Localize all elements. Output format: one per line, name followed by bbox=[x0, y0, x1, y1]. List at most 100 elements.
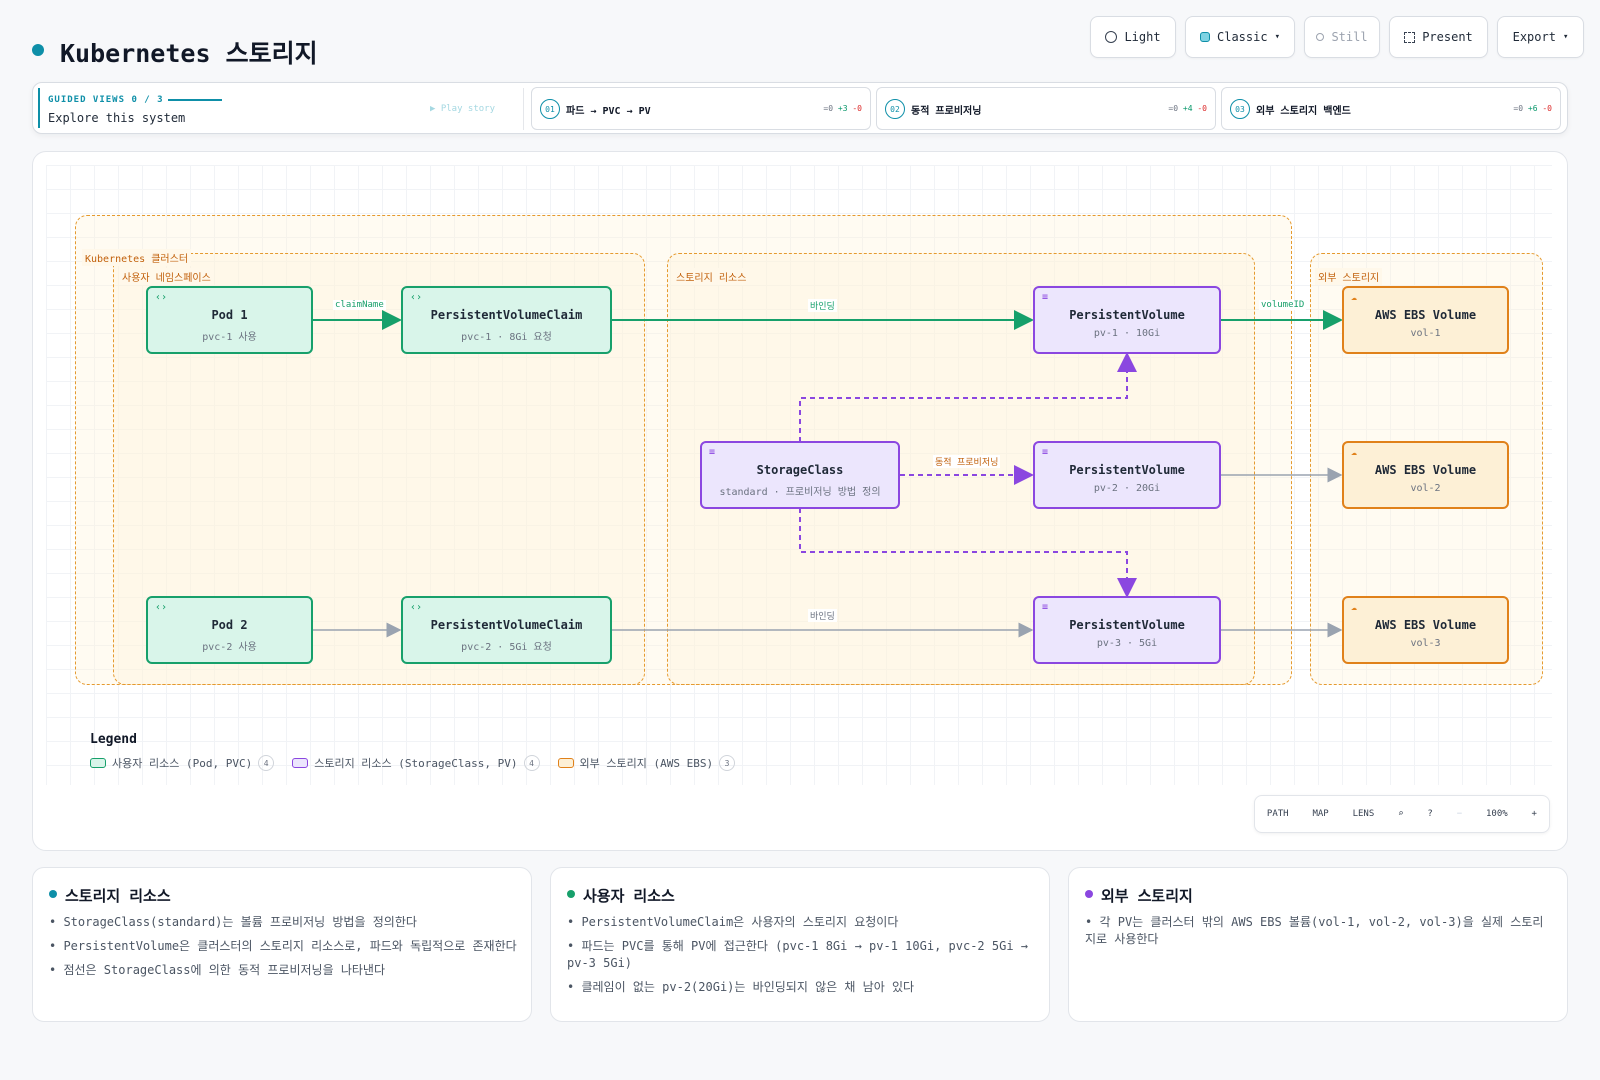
lens-button[interactable]: LENS bbox=[1352, 809, 1375, 819]
node-pvc-1[interactable]: ‹› PersistentVolumeClaim pvc-1 · 8Gi 요청 bbox=[401, 286, 612, 354]
node-storageclass[interactable]: ≡ StorageClass standard · 프로비저닝 방법 정의 bbox=[700, 441, 900, 509]
zoom-in-button[interactable]: + bbox=[1531, 809, 1537, 819]
motion-button[interactable]: Still bbox=[1304, 16, 1380, 58]
zone-label-namespace: 사용자 네임스페이스 bbox=[119, 268, 214, 285]
node-title: StorageClass bbox=[756, 463, 844, 477]
fullscreen-icon bbox=[1404, 31, 1416, 43]
card-dot bbox=[1085, 890, 1093, 898]
motion-button-label: Still bbox=[1331, 30, 1368, 44]
stat-added: +6 bbox=[1527, 104, 1538, 113]
code-brackets-icon: ‹› bbox=[155, 602, 168, 613]
node-ebs-3[interactable]: ☁ AWS EBS Volume vol-3 bbox=[1342, 596, 1509, 664]
zoom-out-button[interactable]: − bbox=[1456, 809, 1463, 819]
node-subtitle: vol-1 bbox=[1410, 328, 1441, 339]
card-list: • PersistentVolumeClaim은 사용자의 스토리지 요청이다 … bbox=[567, 914, 1035, 1003]
edge-label-dynamic-provisioning: 동적 프로비저닝 bbox=[933, 455, 1001, 468]
step-title: 외부 스토리지 백엔드 bbox=[1256, 106, 1351, 117]
search-icon[interactable]: ⌕ bbox=[1398, 809, 1404, 819]
node-title: PersistentVolume bbox=[1069, 618, 1185, 632]
node-subtitle: pvc-1 · 8Gi 요청 bbox=[461, 332, 552, 343]
card-item: • StorageClass(standard)는 볼륨 프로비저닝 방법을 정… bbox=[49, 915, 417, 929]
cloud-icon: ☁ bbox=[1351, 292, 1358, 303]
node-pv-2[interactable]: ≡ PersistentVolume pv-2 · 20Gi bbox=[1033, 441, 1221, 509]
node-title: PersistentVolume bbox=[1069, 308, 1185, 322]
legend-count: 4 bbox=[258, 755, 275, 771]
guided-views-subtitle: Explore this system bbox=[48, 111, 186, 125]
theme-button-label: Light bbox=[1124, 30, 1161, 44]
zone-label-cluster: Kubernetes 클러스터 bbox=[82, 249, 192, 266]
legend-label: 스토리지 리소스 (StorageClass, PV) bbox=[314, 757, 518, 770]
card-list: • StorageClass(standard)는 볼륨 프로비저닝 방법을 정… bbox=[49, 914, 517, 986]
step-title: 파드 → PVC → PV bbox=[566, 106, 651, 117]
play-story-button[interactable]: ▶ Play story bbox=[430, 104, 496, 114]
step-stats: =0 +4 -0 bbox=[1168, 104, 1207, 113]
guided-views-divider bbox=[523, 88, 524, 130]
edge-label-binding-1: 바인딩 bbox=[808, 299, 837, 312]
theme-button[interactable]: Light bbox=[1090, 16, 1176, 58]
page-title: Kubernetes 스토리지 bbox=[60, 39, 318, 68]
node-subtitle: vol-2 bbox=[1410, 483, 1441, 494]
edge-label-volumeid: volumeID bbox=[1259, 300, 1307, 310]
legend: 사용자 리소스 (Pod, PVC) 4 스토리지 리소스 (StorageCl… bbox=[90, 755, 747, 771]
stat-removed: -0 bbox=[852, 104, 862, 113]
present-button[interactable]: Present bbox=[1389, 16, 1488, 58]
legend-count: 3 bbox=[719, 755, 736, 771]
code-brackets-icon: ‹› bbox=[155, 292, 168, 303]
step-stats: =0 +3 -0 bbox=[823, 104, 862, 113]
card-item: • PersistentVolumeClaim은 사용자의 스토리지 요청이다 bbox=[567, 915, 899, 929]
edge-sc-pv1 bbox=[799, 352, 1137, 442]
edge-sc-pv3 bbox=[799, 508, 1137, 598]
node-title: PersistentVolume bbox=[1069, 463, 1185, 477]
guided-step-2[interactable]: 02 동적 프로비저닝 =0 +4 -0 bbox=[876, 87, 1216, 130]
node-pv-1[interactable]: ≡ PersistentVolume pv-1 · 10Gi bbox=[1033, 286, 1221, 354]
node-pod-2[interactable]: ‹› Pod 2 pvc-2 사용 bbox=[146, 596, 313, 664]
node-subtitle: pv-1 · 10Gi bbox=[1093, 328, 1161, 339]
node-title: AWS EBS Volume bbox=[1374, 463, 1477, 477]
legend-label: 외부 스토리지 (AWS EBS) bbox=[579, 757, 714, 770]
node-pv-3[interactable]: ≡ PersistentVolume pv-3 · 5Gi bbox=[1033, 596, 1221, 664]
node-ebs-2[interactable]: ☁ AWS EBS Volume vol-2 bbox=[1342, 441, 1509, 509]
help-icon[interactable]: ? bbox=[1427, 809, 1433, 819]
card-item: • 점선은 StorageClass에 의한 동적 프로비저닝을 나타낸다 bbox=[49, 963, 385, 977]
node-pod-1[interactable]: ‹› Pod 1 pvc-1 사용 bbox=[146, 286, 313, 354]
card-list: • 각 PV는 클러스터 밖의 AWS EBS 볼륨(vol-1, vol-2,… bbox=[1085, 914, 1553, 955]
style-dropdown[interactable]: Classic ▾ bbox=[1185, 16, 1295, 58]
style-swatch-icon bbox=[1200, 32, 1210, 42]
path-button[interactable]: PATH bbox=[1266, 809, 1289, 819]
zoom-toolbar: PATH MAP LENS ⌕ ? − 100% + bbox=[1254, 795, 1550, 833]
node-subtitle: pv-2 · 20Gi bbox=[1093, 483, 1161, 494]
stat-added: +4 bbox=[1182, 104, 1193, 113]
edge-label-claimname: claimName bbox=[333, 300, 386, 310]
guided-step-1[interactable]: 01 파드 → PVC → PV =0 +3 -0 bbox=[531, 87, 871, 130]
guided-views-accent bbox=[38, 88, 513, 128]
node-subtitle: pv-3 · 5Gi bbox=[1096, 638, 1158, 649]
export-dropdown[interactable]: Export ▾ bbox=[1497, 16, 1584, 58]
node-subtitle: vol-3 bbox=[1410, 638, 1441, 649]
stat-unchanged: =0 bbox=[1513, 104, 1524, 113]
node-title: Pod 1 bbox=[211, 308, 248, 322]
node-pvc-2[interactable]: ‹› PersistentVolumeClaim pvc-2 · 5Gi 요청 bbox=[401, 596, 612, 664]
sun-icon bbox=[1105, 31, 1118, 43]
card-item: • 파드는 PVC를 통해 PV에 접근한다 (pvc-1 8Gi → pv-1… bbox=[567, 939, 1029, 970]
title-dot bbox=[32, 44, 44, 56]
chevron-down-icon: ▾ bbox=[1562, 32, 1569, 42]
style-dropdown-label: Classic bbox=[1217, 30, 1268, 44]
database-icon: ≡ bbox=[1042, 447, 1049, 458]
card-item: • PersistentVolume은 클러스터의 스토리지 리소스로, 파드와… bbox=[49, 939, 517, 953]
node-subtitle: pvc-1 사용 bbox=[202, 332, 257, 343]
card-title: 외부 스토리지 bbox=[1101, 887, 1193, 905]
map-button[interactable]: MAP bbox=[1312, 809, 1329, 819]
zoom-level: 100% bbox=[1485, 809, 1508, 819]
stat-unchanged: =0 bbox=[1168, 104, 1179, 113]
legend-label: 사용자 리소스 (Pod, PVC) bbox=[112, 757, 253, 770]
edge-label-binding-2: 바인딩 bbox=[808, 609, 837, 622]
guided-step-3[interactable]: 03 외부 스토리지 백엔드 =0 +6 -0 bbox=[1221, 87, 1561, 130]
circle-icon bbox=[1316, 33, 1325, 41]
card-item: • 클레임이 없는 pv-2(20Gi)는 바인딩되지 않은 채 남아 있다 bbox=[567, 980, 915, 994]
node-ebs-1[interactable]: ☁ AWS EBS Volume vol-1 bbox=[1342, 286, 1509, 354]
present-button-label: Present bbox=[1422, 30, 1473, 44]
card-user-resources: 사용자 리소스 • PersistentVolumeClaim은 사용자의 스토… bbox=[550, 867, 1050, 1022]
node-title: PersistentVolumeClaim bbox=[430, 308, 583, 322]
database-icon: ≡ bbox=[709, 447, 716, 458]
